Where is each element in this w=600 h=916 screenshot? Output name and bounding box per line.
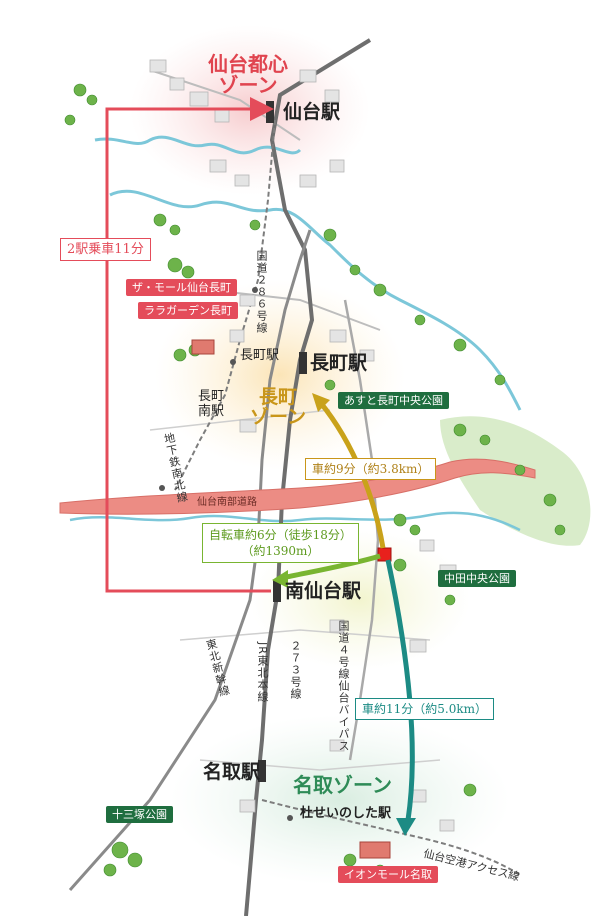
jr-tohoku-label: JR東北本線 [256,642,269,703]
buildings [149,59,457,832]
aeon-building [359,841,391,859]
the-mall-tag: ザ・モール仙台長町 [126,279,237,296]
natori-station-marker [258,760,266,782]
nagamachi-subway-label: 長町駅 [240,348,280,363]
car-route-nagamachi-head [312,393,330,412]
bike-route-head [272,570,288,588]
jusanzuka-park-tag: 十三塚公園 [106,806,173,823]
sendai-station-marker [266,101,274,123]
river-bend [109,189,522,411]
the-mall-building [191,339,215,355]
airport-access-line [261,799,521,876]
minami-sendai-station-marker [273,580,281,602]
sendai-station-label: 仙台駅 [283,101,341,123]
subway-stop-2 [230,359,236,365]
car-nagamachi-box: 車約9分（約3.8km） [305,458,437,480]
sendai-nanbu-road-label: 仙台南部道路 [197,497,257,508]
subway-stop-3 [159,485,165,491]
bike-route-box: 自転車約6分（徒歩18分） （約1390m） [202,523,359,564]
route286-label: 国道２８６号線 [255,250,268,334]
subway-stop-1 [252,287,258,293]
car-route-aeon [385,559,415,821]
natori-river [69,511,521,532]
bike-route-line2: （約1390m） [241,544,320,559]
natori-zone-label: 名取ゾーン [293,773,392,797]
nakada-park-tag: 中田中央公園 [438,570,516,587]
minami-sendai-area [250,530,470,670]
street-4 [179,629,431,641]
asuto-park-tag: あすと長町中央公園 [338,392,449,409]
trees [64,83,566,877]
minami-sendai-station-label: 南仙台駅 [285,580,362,602]
morisei-station-label: 杜せいのした駅 [300,806,392,821]
subway-line [174,119,276,491]
route4-bypass-label: 国道４号線仙台バイパス [337,620,350,752]
property-marker [377,547,392,562]
train-route-line [105,97,274,593]
nagamachi-zone-label: 長町 ゾーン [250,386,307,428]
nagamachi-station-label: 長町駅 [310,352,368,374]
hirose-river [94,135,302,155]
nagamachi-minami-label: 長町 南駅 [198,389,225,419]
aeon-mall-tag: イオンモール名取 [338,866,438,883]
natori-station-label: 名取駅 [203,761,261,783]
morisei-stop [287,815,293,821]
natori-zone-area [170,715,510,885]
train-route-box: 2駅乗車11分 [60,238,151,261]
route273-label: ２７３号線 [289,640,302,700]
lalagarden-tag: ララガーデン長町 [138,302,238,319]
street-5 [199,759,441,771]
street-2 [209,289,381,331]
greenbelt [440,416,591,546]
car-aeon-box: 車約11分（約5.0km） [355,698,495,720]
nagamachi-station-marker [299,352,307,374]
bike-route-line1: 自転車約6分（徒歩18分） [209,528,352,542]
car-route-aeon-head [396,818,416,836]
sendai-zone-label: 仙台都心 ゾーン [208,52,288,97]
bike-route [281,553,381,581]
